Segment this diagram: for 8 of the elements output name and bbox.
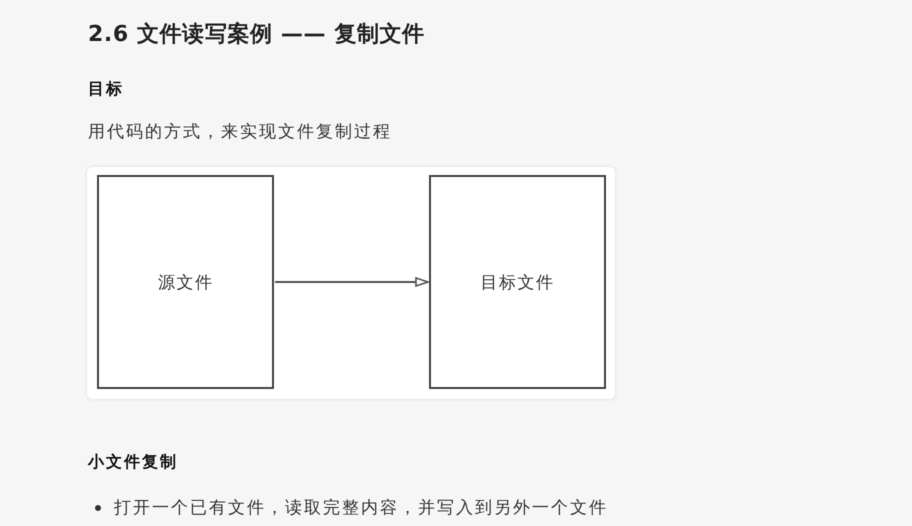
file-box: 目标文件	[429, 175, 606, 389]
file-box: 源文件	[97, 175, 274, 389]
paragraph: 用代码的方式，来实现文件复制过程	[88, 121, 392, 144]
section-heading: 目标	[88, 78, 124, 100]
page-title: 2.6 文件读写案例 —— 复制文件	[88, 20, 425, 49]
arrow	[275, 277, 429, 287]
list-item: 打开一个已有文件，读取完整内容，并写入到另外一个文件	[114, 497, 608, 520]
section-heading: 小文件复制	[88, 451, 178, 473]
